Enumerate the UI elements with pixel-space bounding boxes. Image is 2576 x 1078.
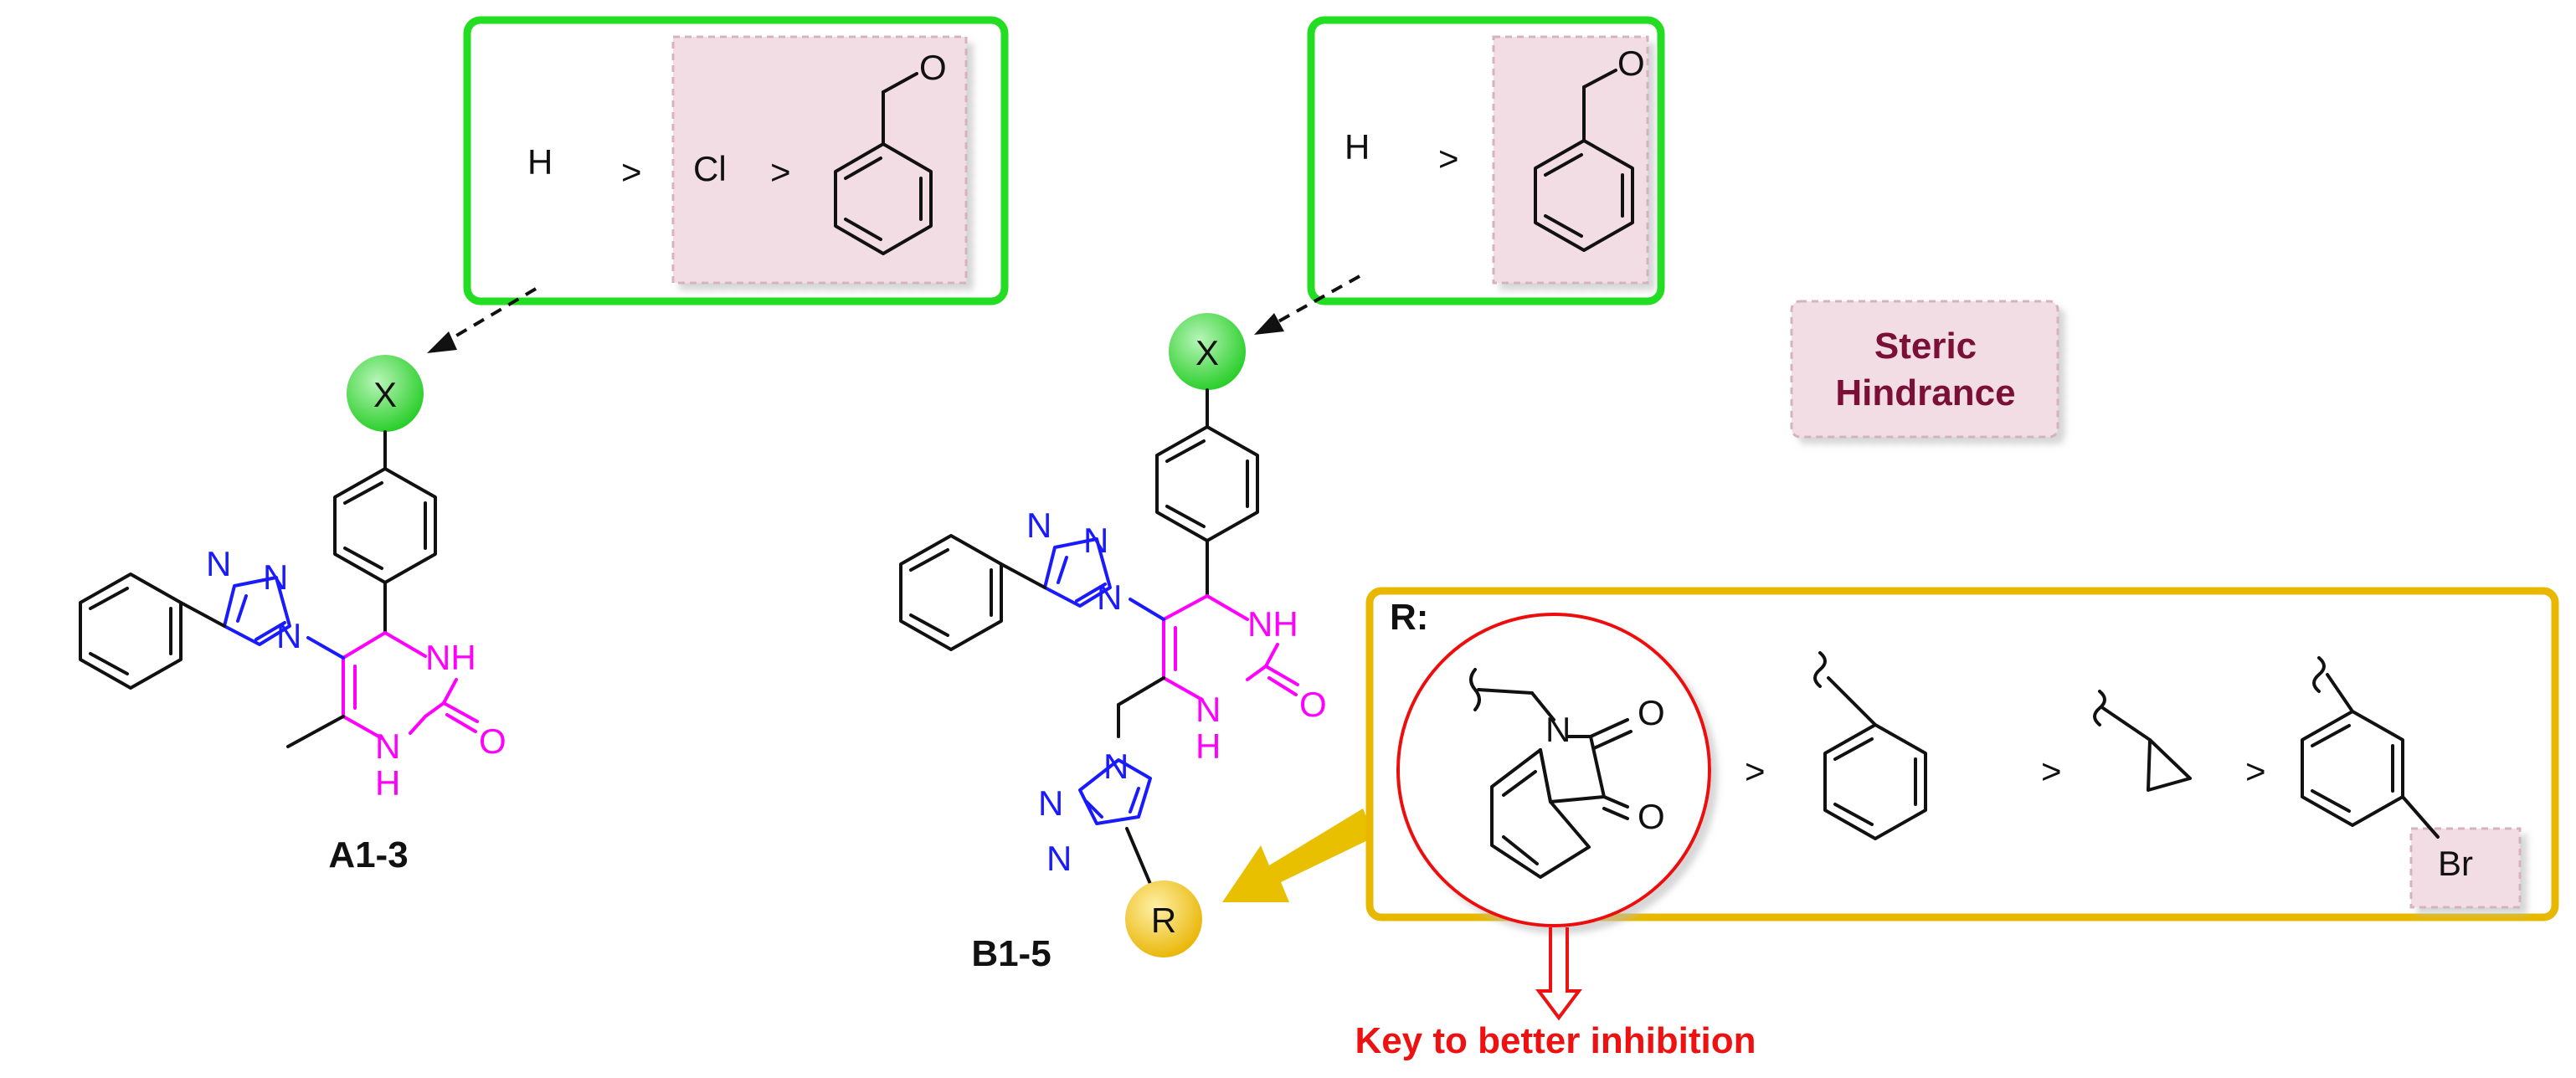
arrowhead-b bbox=[1254, 313, 1284, 335]
steric-highlight-a bbox=[671, 35, 968, 285]
x-label-a: X bbox=[373, 375, 397, 414]
compound-b-name: B1-5 bbox=[971, 933, 1051, 974]
key-text: Key to better inhibition bbox=[1355, 1020, 1756, 1061]
n-bottom-a: N bbox=[375, 726, 400, 766]
n6-b: N bbox=[1046, 839, 1072, 878]
steric-line2: Hindrance bbox=[1835, 372, 2015, 413]
x-substituent-box-b: H > O bbox=[1307, 16, 1665, 305]
n2-a: N bbox=[263, 557, 288, 597]
isatin-o2-label: O bbox=[1638, 797, 1665, 836]
nh-top-a: NH bbox=[425, 638, 476, 677]
cl-label-a: Cl bbox=[693, 149, 727, 188]
x-circle-b bbox=[1169, 313, 1246, 390]
benzyloxy-structure-b bbox=[1534, 69, 1634, 252]
n4-b: N bbox=[1103, 747, 1129, 786]
r-gt3: > bbox=[2245, 752, 2266, 791]
h-label-b: H bbox=[1345, 127, 1370, 167]
n2-b: N bbox=[1083, 521, 1108, 560]
r-box-title: R: bbox=[1390, 597, 1428, 638]
steric-line1: Steric bbox=[1874, 326, 1977, 367]
r-circle bbox=[1125, 880, 1202, 957]
gt-a2: > bbox=[770, 152, 791, 192]
x-circle-a bbox=[347, 355, 424, 432]
carbonyl-o-b: O bbox=[1299, 685, 1327, 724]
n5-b: N bbox=[1038, 783, 1063, 823]
benzyloxy-structure-a bbox=[834, 72, 933, 255]
nh-top-b: NH bbox=[1247, 604, 1298, 644]
h-bottom-b: H bbox=[1195, 726, 1221, 766]
cyclopropyl-substituent bbox=[2093, 690, 2192, 792]
r-gt1: > bbox=[1745, 752, 1766, 791]
br-label: Br bbox=[2438, 844, 2473, 883]
n1-b: N bbox=[1097, 578, 1122, 617]
x-substituent-box-a: H > Cl > O bbox=[463, 16, 1009, 305]
r-gt2: > bbox=[2041, 752, 2062, 791]
dashed-arrow-a bbox=[442, 287, 537, 345]
gt-a1: > bbox=[621, 152, 642, 192]
dashed-arrow-b bbox=[1272, 275, 1360, 326]
r-substituent-box: R: N O O > bbox=[1365, 587, 2559, 927]
isatin-structure bbox=[1469, 668, 1632, 879]
compound-a-name: A1-3 bbox=[328, 834, 408, 875]
compound-a-structure: X NH N H O N N N bbox=[79, 355, 506, 803]
gt-b1: > bbox=[1438, 139, 1459, 178]
n1-a: N bbox=[276, 616, 301, 655]
steric-hindrance-label: Steric Hindrance bbox=[1790, 300, 2059, 439]
n3-b: N bbox=[1026, 506, 1051, 545]
h-label-a: H bbox=[527, 142, 553, 182]
br-highlight bbox=[2409, 827, 2522, 909]
n-bottom-b: N bbox=[1195, 690, 1221, 729]
key-arrow bbox=[1535, 927, 1582, 1021]
n3-a: N bbox=[206, 544, 231, 583]
arrowhead-a bbox=[427, 331, 457, 353]
x-label-b: X bbox=[1195, 333, 1219, 372]
isatin-highlight-circle bbox=[1396, 613, 1711, 927]
r-label: R bbox=[1151, 901, 1176, 940]
o-label-b: O bbox=[1617, 44, 1645, 83]
isatin-n-label: N bbox=[1545, 710, 1571, 749]
h-bottom-a: H bbox=[375, 763, 400, 803]
carbonyl-o-a: O bbox=[479, 721, 506, 761]
bromophenyl-substituent bbox=[2301, 656, 2522, 909]
o-label-a: O bbox=[919, 48, 947, 87]
compound-b-structure: X NH N H O N N N bbox=[899, 313, 1327, 957]
phenyl-substituent bbox=[1813, 651, 1927, 840]
yellow-arrow bbox=[1222, 808, 1375, 902]
isatin-o1-label: O bbox=[1638, 693, 1665, 732]
